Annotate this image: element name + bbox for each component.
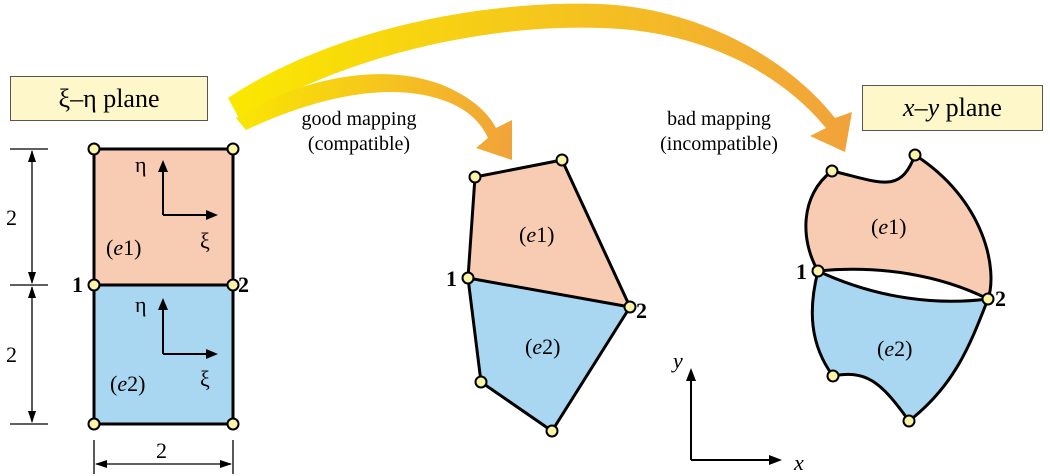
global-axes — [686, 368, 782, 465]
dimension-width-label: 2 — [156, 438, 167, 463]
good-mapping-arrow — [236, 74, 512, 160]
y-axis-label: y — [671, 348, 683, 373]
bad-mapping-arrow — [228, 3, 852, 153]
good-mapping-caption: good mapping (compatible) — [284, 107, 434, 157]
dimension-upper-label: 2 — [6, 205, 17, 230]
eta-label-lower: η — [135, 292, 147, 317]
node-1-label-good: 1 — [446, 266, 457, 291]
bad-element-2 — [810, 268, 991, 424]
dimension-lower-label: 2 — [6, 342, 17, 367]
good-element-1-label: (e1) — [519, 222, 554, 247]
good-mapping-line2: (compatible) — [307, 133, 411, 155]
node-2-label-good: 2 — [636, 298, 647, 323]
good-element-1 — [468, 160, 630, 307]
bad-element-2-label: (e2) — [877, 336, 912, 361]
node-1-label-bad: 1 — [796, 259, 807, 284]
bad-mapping-line2: (incompatible) — [660, 133, 778, 155]
dimension-lines — [10, 148, 234, 474]
good-element-2 — [468, 278, 630, 431]
xi-eta-element-2-label: (e2) — [110, 371, 145, 396]
node-2-label-bad: 2 — [995, 286, 1006, 311]
x-y-variables: x–y — [903, 93, 940, 122]
nodes — [87, 142, 995, 438]
xi-eta-plane-label: ξ–η plane — [10, 76, 208, 121]
bad-mapping-line1: bad mapping — [667, 108, 771, 130]
good-element-2-label: (e2) — [525, 334, 560, 359]
x-y-plane-label: x–y plane — [862, 85, 1043, 131]
node-2-label-left: 2 — [238, 272, 249, 297]
plane-word: plane — [939, 93, 1002, 122]
bad-mapping-caption: bad mapping (incompatible) — [634, 107, 804, 157]
good-mapping-line1: good mapping — [301, 108, 417, 130]
x-axis-label: x — [793, 450, 804, 475]
local-axes-upper — [158, 160, 218, 220]
node-1-label-left: 1 — [72, 272, 83, 297]
xi-label-upper: ξ — [200, 228, 210, 253]
local-axes-lower — [158, 298, 218, 359]
bad-element-1-label: (e1) — [871, 214, 906, 239]
eta-label-upper: η — [135, 152, 147, 177]
xi-label-lower: ξ — [200, 366, 210, 391]
xi-eta-element-1-label: (e1) — [106, 235, 141, 260]
